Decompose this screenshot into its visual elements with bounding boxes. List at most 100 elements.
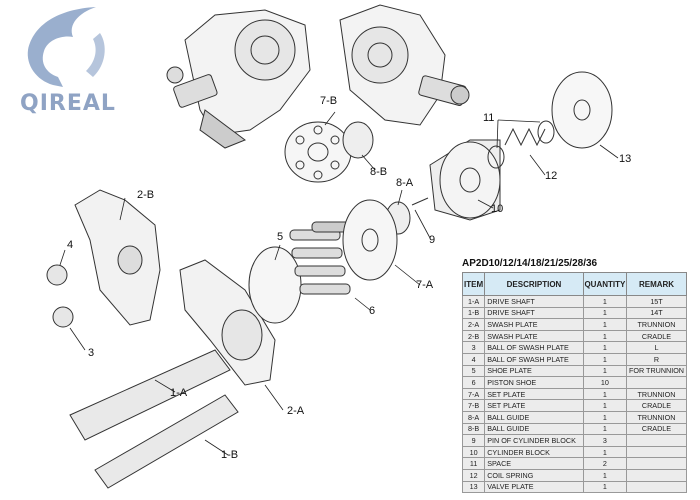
cell-item: 2-A [461,318,486,331]
cell-description: PIN OF CYLINDER BLOCK [484,434,584,447]
callout-1b: 1-B [221,449,239,461]
callout-2b: 2-B [137,189,155,201]
cell-description: SHOE PLATE [484,364,584,378]
leader-lines [59,111,619,456]
callout-3: 3 [88,347,95,359]
callout-6: 6 [369,305,376,317]
cell-quantity: 1 [582,364,628,378]
cell-description: PISTON SHOE [484,376,584,389]
cell-remark [626,376,687,389]
part-5-shoe-plate [248,246,302,324]
cell-quantity: 10 [582,376,628,389]
callout-4: 4 [67,239,74,251]
cell-item: 8-A [461,410,486,424]
part-13-valve-plate [551,71,613,149]
callout-7b: 7-B [320,95,338,107]
callout-10: 10 [491,203,504,215]
part-9-pin [411,197,429,206]
cell-remark: CRADLE [626,399,687,412]
cell-description: DRIVE SHAFT [484,295,584,308]
callout-13: 13 [619,153,632,165]
cell-description: DRIVE SHAFT [484,306,584,320]
cell-remark: R [626,352,687,366]
cell-description: CYLINDER BLOCK [484,445,584,459]
cell-item: 7-B [461,399,486,412]
cell-item: 8-B [461,422,486,436]
cell-quantity: 1 [582,445,628,459]
cell-quantity: 1 [582,480,628,494]
part-4-ball [46,264,68,286]
cell-description: VALVE PLATE [484,480,584,494]
gear-swoosh-logo-icon [27,7,105,87]
cell-item: 4 [461,352,486,366]
parts-table-title: AP2D10/12/14/18/21/25/28/36 [462,258,598,269]
cell-quantity: 1 [582,422,628,436]
cell-item: 2-B [461,329,486,343]
cell-remark [626,434,687,447]
part-7b-set-plate [284,121,352,183]
header-item: ITEM [461,272,486,296]
cell-description: SWASH PLATE [484,318,584,331]
assembled-pump-left [166,9,311,149]
cell-remark: TRUNNION [626,410,687,424]
part-1b-drive-shaft [94,394,239,489]
header-description: DESCRIPTION [484,272,584,296]
cell-quantity: 1 [582,410,628,424]
cell-item: 7-A [461,387,486,401]
table-header-row: ITEM DESCRIPTION QUANTITY REMARK [461,272,687,296]
part-11-spacer-2 [537,120,555,144]
part-3-ball [52,306,74,328]
callout-5: 5 [277,231,284,243]
cell-item: 5 [461,364,486,378]
part-2b-swash-plate [74,189,161,326]
cell-quantity: 1 [582,318,628,331]
part-7a-set-plate [342,199,398,281]
cell-remark: CRADLE [626,422,687,436]
cell-item: 1-A [461,295,486,308]
cell-remark [626,468,687,482]
header-remark: REMARK [626,272,687,296]
cell-item: 11 [461,457,486,470]
cell-remark: 14T [626,306,687,320]
cell-item: 1-B [461,306,486,320]
cell-remark: CRADLE [626,329,687,343]
cell-item: 3 [461,341,486,354]
cell-description: SPACE [484,457,584,470]
cell-description: BALL OF SWASH PLATE [484,352,584,366]
cell-remark: FOR TRUNNION [626,364,687,378]
logo-text: QIREAL [20,91,116,116]
callout-2a: 2-A [287,405,305,417]
cell-quantity: 2 [582,457,628,470]
cell-quantity: 1 [582,399,628,412]
part-1a-drive-shaft [69,349,231,441]
cell-item: 13 [461,480,486,494]
cell-item: 10 [461,445,486,459]
part-11-spacer [487,145,505,169]
cell-quantity: 1 [582,295,628,308]
callout-8b: 8-B [370,166,388,178]
cell-description: SWASH PLATE [484,329,584,343]
cell-quantity: 3 [582,434,628,447]
cell-description: SET PLATE [484,399,584,412]
callout-11: 11 [483,112,495,124]
cell-remark: 15T [626,295,687,308]
cell-quantity: 1 [582,306,628,320]
part-12-coil-spring [504,127,546,147]
callout-7a: 7-A [416,279,434,291]
